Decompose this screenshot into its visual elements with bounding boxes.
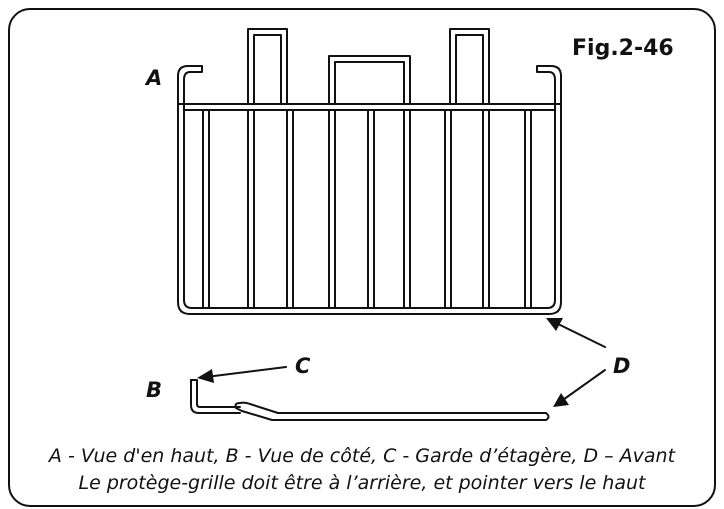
shelf-wires xyxy=(202,109,532,309)
shelf-side-rod xyxy=(234,401,550,421)
shelf-loop-center xyxy=(328,55,411,105)
shelf-guard-bend xyxy=(190,379,241,414)
shelf-loop-center-inner xyxy=(334,61,405,105)
label-b: B xyxy=(146,378,163,402)
caption-line-2: Le protège-grille doit être à l’arrière,… xyxy=(78,472,646,494)
label-c: C xyxy=(295,354,311,378)
arrow-c-head xyxy=(197,369,214,383)
shelf-loop-right xyxy=(449,28,490,105)
shelf-top-view xyxy=(177,28,562,315)
shelf-guard-bend-inner xyxy=(196,379,241,408)
figure-number: Fig.2-46 xyxy=(572,36,674,61)
label-a: A xyxy=(146,66,163,90)
arrow-d-top-head xyxy=(546,318,563,331)
shelf-hook-right xyxy=(536,65,562,81)
shelf-inner-frame xyxy=(183,79,556,309)
shelf-outer-frame xyxy=(177,75,562,315)
shelf-side-view xyxy=(190,379,550,421)
caption-line-1: A - Vue d'en haut, B - Vue de côté, C - … xyxy=(48,445,676,467)
shelf-loop-left-inner xyxy=(253,34,282,105)
shelf-hook-left xyxy=(177,65,203,81)
shelf-loop-left xyxy=(247,28,288,105)
figure-frame xyxy=(8,8,716,507)
label-d: D xyxy=(613,354,631,378)
arrows xyxy=(205,321,606,403)
shelf-loop-right-inner xyxy=(455,34,484,105)
arrow-d-bottom-head xyxy=(553,393,569,407)
